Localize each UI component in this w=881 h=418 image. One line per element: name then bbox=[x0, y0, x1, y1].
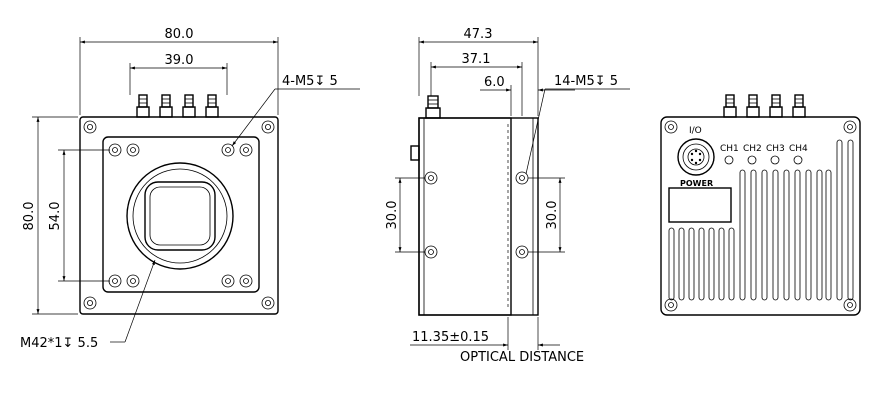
front-connectors bbox=[136, 94, 219, 118]
rear-view: I/O POWER CH1 CH2 CH3 CH4 bbox=[660, 94, 861, 316]
label-plate bbox=[668, 187, 732, 223]
front-view: 80.0 39.0 80.0 54.0 4-M5↧ 5 M42*1↧ 5.5 bbox=[20, 27, 360, 351]
front-outer-screws bbox=[83, 120, 275, 310]
front-plate bbox=[102, 136, 260, 293]
lens-mount-outer bbox=[126, 162, 234, 270]
front-mount-hole-callout: 4-M5↧ 5 bbox=[282, 74, 338, 89]
ch1-label: CH1 bbox=[720, 144, 739, 154]
ch3-led bbox=[770, 155, 780, 165]
front-mount-holes bbox=[108, 143, 253, 288]
rear-fins-left bbox=[668, 227, 735, 301]
side-body bbox=[418, 117, 539, 316]
front-connector-span-dim: 39.0 bbox=[165, 53, 194, 68]
front-hole-spacing-dim: 54.0 bbox=[48, 202, 63, 231]
lens-mount-callout: M42*1↧ 5.5 bbox=[20, 336, 98, 351]
optical-distance-value: 11.35±0.15 bbox=[412, 330, 489, 345]
ch2-label: CH2 bbox=[743, 144, 762, 154]
rear-body bbox=[660, 116, 861, 316]
front-body-outline bbox=[79, 116, 279, 315]
ch4-led bbox=[793, 155, 803, 165]
ch1-led bbox=[724, 155, 734, 165]
power-label: POWER bbox=[680, 179, 713, 188]
side-hole-offset-dim: 37.1 bbox=[462, 52, 491, 67]
lens-mount-inner bbox=[132, 168, 228, 264]
ch3-label: CH3 bbox=[766, 144, 785, 154]
side-view: 47.3 37.1 6.0 14-M5↧ 5 30.0 30.0 11.35±0… bbox=[385, 27, 630, 365]
front-height-dim: 80.0 bbox=[22, 202, 37, 231]
side-flange-dim: 6.0 bbox=[484, 75, 505, 90]
side-depth-dim: 47.3 bbox=[464, 27, 493, 42]
io-connector bbox=[677, 138, 715, 176]
side-left-spacing-dim: 30.0 bbox=[385, 201, 400, 230]
sensor-window bbox=[144, 181, 216, 251]
side-right-spacing-dim: 30.0 bbox=[545, 201, 560, 230]
side-hole-callout: 14-M5↧ 5 bbox=[554, 74, 618, 89]
side-holes bbox=[424, 171, 529, 259]
rear-connectors bbox=[723, 94, 806, 118]
ch4-label: CH4 bbox=[789, 144, 808, 154]
rear-fins-right bbox=[739, 139, 854, 301]
front-width-dim: 80.0 bbox=[165, 27, 194, 42]
optical-distance-label: OPTICAL DISTANCE bbox=[460, 350, 584, 365]
ch2-led bbox=[747, 155, 757, 165]
io-label: I/O bbox=[689, 126, 702, 136]
